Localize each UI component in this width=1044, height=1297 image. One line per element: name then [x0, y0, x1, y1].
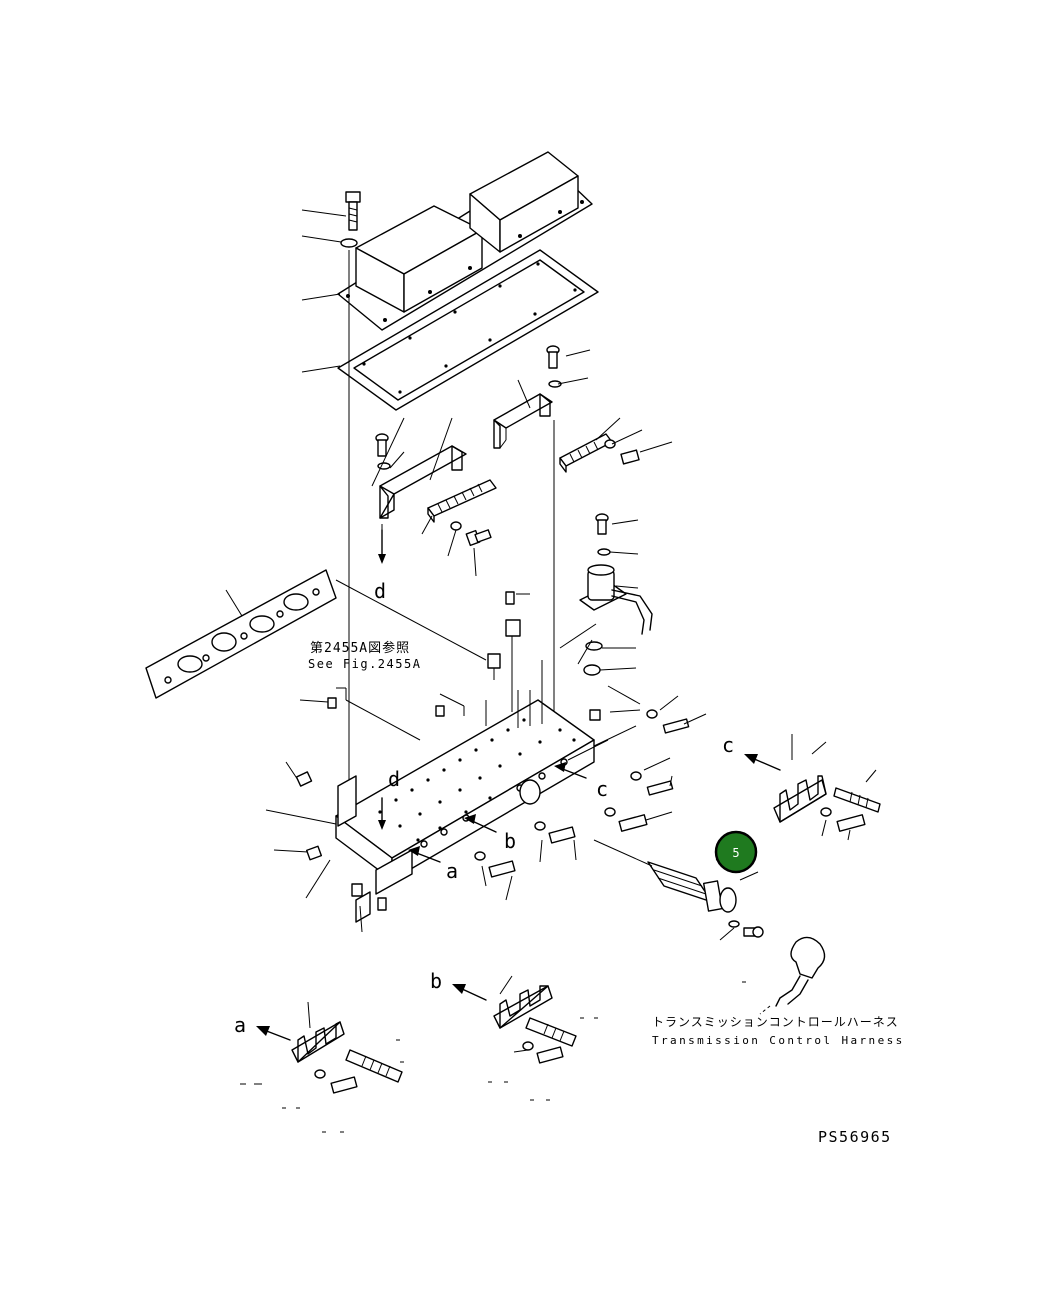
callout-5[interactable]: 5	[714, 830, 758, 874]
leader-lines-bolts	[481, 695, 707, 901]
detail-c-parts[interactable]	[820, 787, 881, 832]
arrow-a-detail	[256, 1026, 291, 1041]
plug-mid-top[interactable]	[435, 705, 445, 717]
body-bolt-5[interactable]	[474, 851, 516, 878]
detail-b-plate[interactable]	[493, 985, 553, 1029]
label-b-body: b	[504, 829, 516, 853]
harness-bracket-left[interactable]	[379, 445, 467, 519]
plug-left-bottom[interactable]	[305, 845, 323, 861]
body-bolt-3[interactable]	[604, 807, 648, 832]
detail-c-leaders	[791, 734, 877, 841]
label-a-detail: a	[234, 1013, 246, 1037]
label-d-upper: d	[374, 579, 386, 603]
plug-right-top[interactable]	[589, 709, 601, 721]
body-bolt-1[interactable]	[646, 709, 690, 734]
body-pin-lines	[336, 660, 543, 741]
label-d-lower: d	[388, 767, 400, 791]
arrow-c-detail	[744, 754, 781, 771]
plug-front-bottom[interactable]	[351, 883, 387, 923]
leader-harness-screw	[719, 927, 735, 941]
drawing-number: PS56965	[818, 1128, 892, 1146]
valve-body[interactable]	[335, 699, 595, 895]
harness-bracket-right[interactable]	[493, 393, 553, 449]
harness-screw[interactable]	[728, 920, 764, 938]
leader-lines-bracket	[371, 349, 673, 577]
detail-c-plate[interactable]	[773, 775, 827, 823]
harness-label-en: Transmission Control Harness	[652, 1034, 905, 1047]
detail-b-leaders	[499, 975, 529, 1053]
transmission-harness-plug[interactable]	[759, 936, 826, 1015]
callout-number: 5	[732, 846, 739, 860]
plug-fitting[interactable]	[487, 591, 521, 680]
arrow-b-detail	[452, 984, 487, 1001]
harness-connector[interactable]	[647, 861, 737, 913]
body-bolt-4[interactable]	[534, 821, 576, 844]
solenoid-screw[interactable]	[595, 513, 611, 556]
cover-bolt[interactable]	[345, 191, 361, 231]
solenoid-valve[interactable]	[579, 564, 653, 635]
bracket-screw-left[interactable]	[375, 433, 391, 470]
detail-a-parts[interactable]	[314, 1049, 403, 1094]
leader-gasket-ref	[335, 579, 487, 661]
leader-harness-conn	[739, 871, 759, 881]
arrow-a-body	[408, 846, 441, 863]
connector-bolt-right[interactable]	[604, 439, 640, 465]
valve-cover[interactable]	[337, 151, 593, 331]
see-fig-en: See Fig.2455A	[308, 657, 421, 671]
label-b-detail: b	[430, 969, 442, 993]
arrow-b-body	[464, 814, 497, 833]
detail-b-parts[interactable]	[522, 1017, 577, 1064]
detail-a-plate[interactable]	[291, 1021, 345, 1063]
valve-gasket[interactable]	[145, 569, 337, 699]
harness-leader	[593, 839, 653, 867]
detail-a-leaders	[307, 1001, 311, 1029]
o-rings[interactable]	[583, 641, 603, 676]
label-a-body: a	[446, 859, 458, 883]
harness-label-jp: トランスミッションコントロールハーネス	[652, 1015, 899, 1029]
arrow-d-upper	[378, 529, 386, 564]
leader-lines-top	[301, 209, 347, 373]
connector-block-right[interactable]	[559, 433, 613, 473]
arrow-d-lower	[378, 797, 386, 830]
bracket-screw-right[interactable]	[546, 345, 562, 388]
plug-left-side[interactable]	[295, 771, 313, 787]
see-fig-jp: 第2455A図参照	[310, 640, 410, 656]
label-c-body: c	[596, 777, 608, 801]
plug-left-top[interactable]	[327, 697, 337, 709]
arrow-c-body	[554, 762, 587, 779]
cover-gasket[interactable]	[337, 249, 599, 411]
label-c-detail: c	[722, 733, 734, 757]
leader-lines-body	[265, 685, 641, 933]
leader-lines-solenoid	[559, 519, 639, 671]
connector-block-left[interactable]	[427, 479, 497, 523]
detail-dash-marks	[240, 981, 746, 1133]
body-bolt-2[interactable]	[630, 771, 674, 796]
cover-washer[interactable]	[340, 238, 358, 248]
connector-bolt-left[interactable]	[450, 521, 492, 547]
